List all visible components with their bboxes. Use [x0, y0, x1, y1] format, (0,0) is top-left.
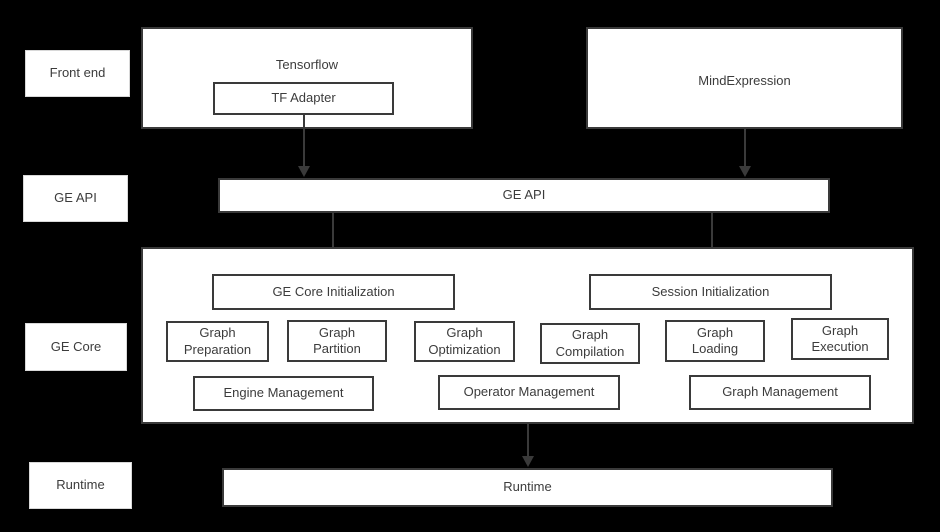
graph-execution-box: Graph Execution — [791, 318, 889, 360]
graph-optimization-line2: Optimization — [428, 341, 501, 357]
graph-preparation-line1: Graph — [199, 325, 236, 341]
session-initialization-box: Session Initialization — [589, 274, 832, 310]
graph-partition-line2: Partition — [313, 341, 361, 356]
operator-management-box: Operator Management — [438, 375, 620, 410]
graph-compilation-box: Graph Compilation — [540, 323, 640, 364]
graph-loading-line2: Loading — [691, 341, 739, 356]
tensorflow-label: Tensorflow — [275, 57, 339, 72]
graph-partition-box: Graph Partition — [287, 320, 387, 362]
tf-adapter-box: TF Adapter — [213, 82, 394, 115]
graph-execution-line1: Graph — [821, 322, 859, 338]
mindexpression-panel: MindExpression — [586, 27, 903, 129]
graph-optimization-line1: Graph — [446, 325, 483, 341]
ge-core-initialization-box: GE Core Initialization — [212, 274, 455, 310]
graph-loading-line1: Graph — [696, 324, 734, 340]
graph-execution-line2: Execution — [811, 339, 869, 354]
connector-tf-adapter-to-ge-api — [297, 115, 311, 178]
graph-partition-line1: Graph — [318, 324, 356, 340]
layer-label-runtime: Runtime — [29, 462, 132, 509]
graph-compilation-line2: Compilation — [555, 343, 625, 359]
runtime-bar: Runtime — [222, 468, 833, 507]
layer-label-ge-core: GE Core — [25, 323, 127, 371]
engine-management-box: Engine Management — [193, 376, 374, 411]
graph-loading-box: Graph Loading — [665, 320, 765, 362]
mindexpression-label: MindExpression — [698, 73, 791, 88]
ge-api-bar: GE API — [218, 178, 830, 213]
graph-management-box: Graph Management — [689, 375, 871, 410]
graph-preparation-line2: Preparation — [183, 341, 252, 357]
layer-label-front-end: Front end — [25, 50, 130, 97]
graph-preparation-box: Graph Preparation — [166, 321, 269, 362]
layer-label-ge-api: GE API — [23, 175, 128, 222]
graph-optimization-box: Graph Optimization — [414, 321, 515, 362]
connector-mindexpression-to-ge-api — [738, 129, 752, 178]
connector-ge-core-to-runtime — [521, 424, 535, 468]
graph-compilation-line1: Graph — [571, 327, 609, 343]
